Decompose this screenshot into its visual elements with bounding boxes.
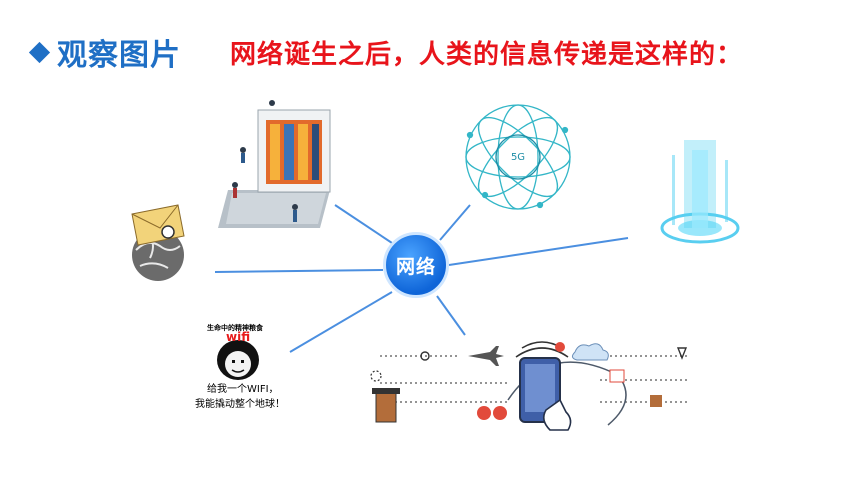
smartphone-network-icon xyxy=(370,341,690,431)
header: 观察图片 xyxy=(28,32,181,73)
link-mail xyxy=(214,269,384,273)
page-subtitle: 网络诞生之后，人类的信息传递是这样的： xyxy=(230,40,744,70)
meme-caption-line2: 我能撬动整个地球！ xyxy=(195,399,285,410)
5g-label: 5G xyxy=(511,152,525,163)
hub-label: 网络 xyxy=(395,255,436,278)
network-hub: 网络 xyxy=(383,232,449,298)
link-wifi xyxy=(289,291,393,353)
link-phone xyxy=(436,295,466,336)
meme-top-text: 生命中的精神粮食 xyxy=(207,324,263,332)
mail-globe-icon xyxy=(131,204,185,281)
digital-hologram-icon xyxy=(660,140,740,244)
meme-caption-line1: 给我一个WIFI， xyxy=(207,384,279,395)
page-title: 观察图片 xyxy=(57,38,181,73)
meme-wifi-text: wifi xyxy=(226,330,251,344)
5g-network-globe-icon xyxy=(465,104,571,210)
laptop-library-icon xyxy=(218,100,331,228)
link-5g xyxy=(439,204,471,241)
link-laptop xyxy=(334,204,393,244)
meme-face-icon xyxy=(217,340,259,380)
link-hologram xyxy=(448,237,629,266)
